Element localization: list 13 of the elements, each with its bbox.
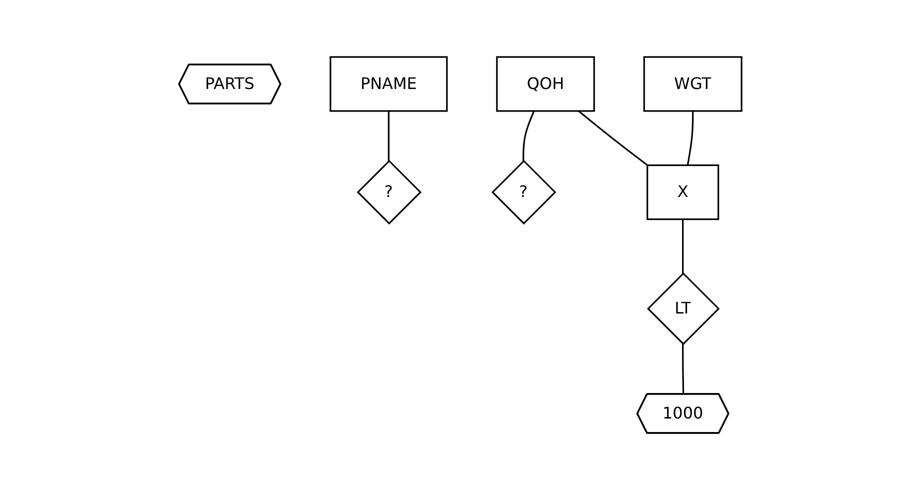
node-box: PNAME [330, 56, 448, 112]
node-diamond: ? [492, 159, 556, 224]
node-diamond: ? [357, 159, 422, 224]
connector [388, 110, 390, 160]
connector [682, 344, 684, 394]
node-box: WGT [644, 56, 743, 112]
node-box: QOH [496, 56, 596, 112]
node-box: X [646, 164, 720, 220]
connector [578, 110, 648, 166]
connector [522, 110, 535, 160]
connector [682, 218, 684, 273]
node-diamond: LT [647, 272, 720, 345]
connector [687, 110, 694, 165]
